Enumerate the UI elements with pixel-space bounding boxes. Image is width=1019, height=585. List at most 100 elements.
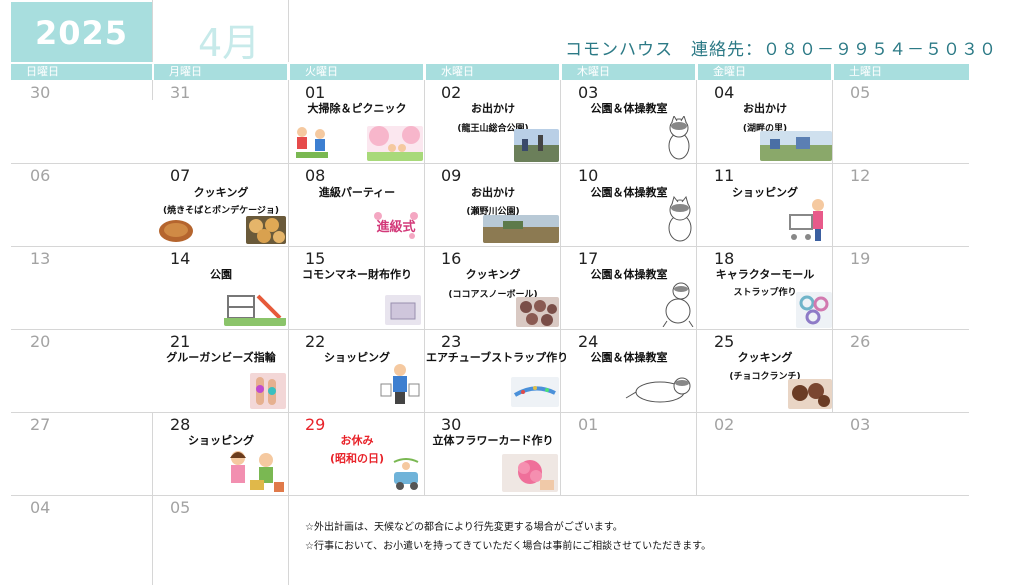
event-subtitle: (龍王山総合公園) [457, 124, 529, 134]
event-title: クッキング [737, 351, 793, 364]
grid-line [696, 80, 697, 496]
cat-illustration [666, 116, 692, 160]
promotion-ceremony-sign: 進級式 [372, 210, 420, 240]
day-number: 25 [714, 332, 735, 351]
grid-line [11, 329, 969, 330]
event-title: お出かけ [743, 102, 787, 115]
event-title: 大掃除＆ピクニック [307, 102, 407, 115]
day-number: 03 [850, 415, 871, 434]
day-number: 04 [714, 83, 735, 102]
day-number: 01 [305, 83, 326, 102]
day-number: 18 [714, 249, 735, 268]
day-number: 30 [441, 415, 462, 434]
event-title: ショッピング [732, 186, 798, 199]
snowball-cookie-photo [516, 297, 559, 327]
event-title: コモンマネー財布作り [302, 268, 412, 281]
event-title: お休み [340, 434, 374, 447]
grid-line [152, 412, 153, 585]
weekday-thu: 木曜日 [562, 64, 695, 80]
grid-line [560, 80, 561, 496]
event-title: 公園 [210, 268, 232, 281]
weekday-wed: 水曜日 [426, 64, 559, 80]
event-title: 公園＆体操教室 [590, 351, 668, 364]
year-label: 2025 [34, 14, 129, 52]
picnic-kids-illustration [292, 124, 332, 160]
day-number: 09 [441, 166, 462, 185]
day-number: 22 [305, 332, 326, 351]
event-subtitle: (瀬野川公園) [466, 207, 520, 217]
event-title: クッキング [193, 186, 249, 199]
driving-car-illustration [390, 456, 422, 492]
divider [288, 0, 289, 62]
day-number: 30 [30, 83, 51, 102]
grid-line [11, 163, 969, 164]
cat-stretch-illustration [661, 281, 695, 327]
event-title: 公園＆体操教室 [590, 268, 668, 281]
event-title: お出かけ [471, 102, 515, 115]
day-number: 10 [578, 166, 599, 185]
event-title: 進級パーティー [318, 186, 396, 199]
park-photo [514, 129, 559, 162]
day-number: 29 [305, 415, 326, 434]
chocolate-crunch-photo [788, 379, 832, 409]
footnote: ☆外出計画は、天候などの都合により行先変更する場合がございます。 [305, 522, 623, 533]
event-title: 立体フラワーカード作り [432, 434, 554, 447]
day-number: 07 [170, 166, 191, 185]
day-number: 28 [170, 415, 191, 434]
day-number: 16 [441, 249, 462, 268]
weekday-sun: 日曜日 [11, 64, 152, 80]
event-subtitle: (湖畔の里) [742, 124, 788, 134]
lakeside-photo [760, 131, 832, 161]
pao-de-queijo-photo [246, 216, 286, 244]
day-number: 31 [170, 83, 191, 102]
event-title: エアチューブストラップ作り [426, 351, 569, 364]
flower-card-photo [502, 454, 558, 492]
day-number: 12 [850, 166, 871, 185]
day-number: 01 [578, 415, 599, 434]
event-title: クッキング [465, 268, 521, 281]
bead-ring-photo [250, 373, 286, 409]
weekday-tue: 火曜日 [290, 64, 423, 80]
footnote: ☆行事において、お小遣いを持ってきていただく場合は事前にご相談させていただきます… [305, 541, 712, 552]
shopping-couple-illustration [222, 448, 286, 494]
playground-illustration [224, 290, 286, 326]
event-title: 公園＆体操教室 [590, 102, 668, 115]
grid-line [11, 412, 969, 413]
weekday-mon: 月曜日 [154, 64, 287, 80]
event-subtitle: (焼きそばとポンデケージョ) [162, 206, 280, 216]
contact-info: コモンハウス 連絡先：０８０－９９５４－５０３０ [565, 40, 997, 60]
cherry-blossom-picnic-illustration [367, 126, 423, 161]
event-title: 公園＆体操教室 [590, 186, 668, 199]
event-title: キャラクターモール [715, 268, 815, 281]
day-number: 17 [578, 249, 599, 268]
grid-line [424, 80, 425, 496]
day-number: 14 [170, 249, 191, 268]
month-label: 4月 [198, 21, 261, 65]
grid-line [11, 495, 969, 496]
cat-lying-illustration [624, 372, 694, 406]
svg-text:進級式: 進級式 [376, 219, 415, 235]
divider [152, 0, 153, 62]
day-number: 02 [714, 415, 735, 434]
day-number: 03 [578, 83, 599, 102]
shopping-cart-girl-illustration [788, 197, 828, 243]
yakisoba-photo [157, 216, 195, 244]
day-number: 08 [305, 166, 326, 185]
day-number: 23 [441, 332, 462, 351]
event-subtitle: (チョコクランチ) [729, 372, 801, 382]
day-number: 19 [850, 249, 871, 268]
day-number: 13 [30, 249, 51, 268]
year-banner [11, 2, 152, 62]
day-number: 24 [578, 332, 599, 351]
day-number: 11 [714, 166, 735, 185]
weekday-sat: 土曜日 [834, 64, 969, 80]
grid-line [152, 80, 153, 100]
day-number: 20 [30, 332, 51, 351]
day-number: 26 [850, 332, 871, 351]
day-number: 02 [441, 83, 462, 102]
event-subtitle: (昭和の日) [329, 452, 385, 465]
day-number: 27 [30, 415, 51, 434]
day-number: 05 [850, 83, 871, 102]
weekday-fri: 金曜日 [698, 64, 831, 80]
grid-line [288, 80, 289, 585]
